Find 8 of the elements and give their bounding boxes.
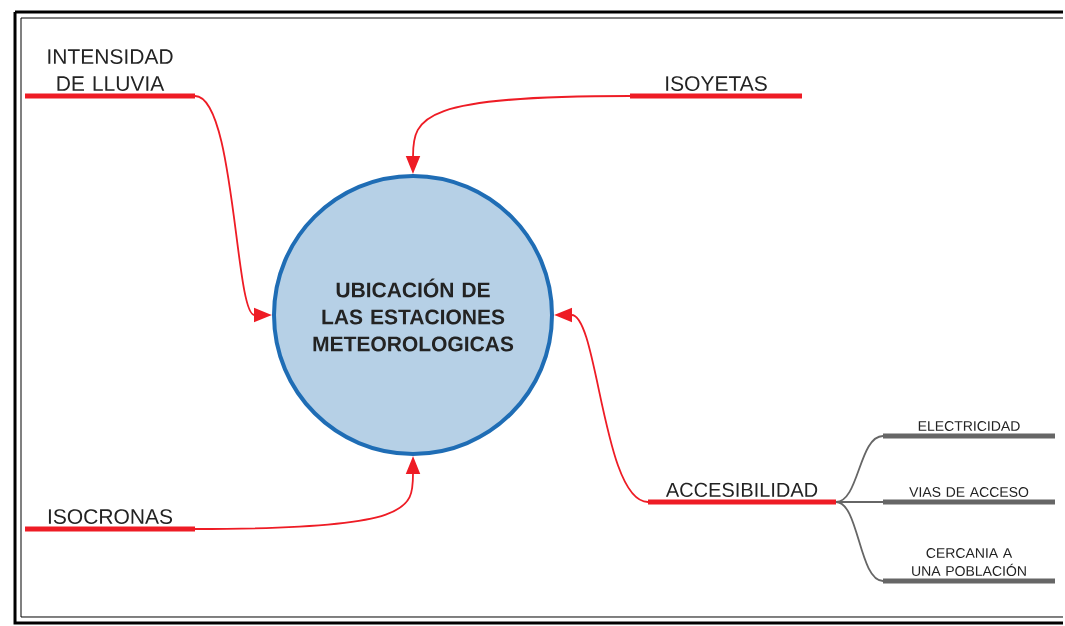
- underlined-label: ISOYETAS: [630, 76, 802, 99]
- underlined-label: ACCESIBILIDAD: [648, 482, 836, 505]
- connector: [835, 501, 884, 582]
- underlined-label: CERCANIA A UNA POBLACIÓN: [883, 548, 1055, 584]
- underlined-label: INTENSIDAD DE LLUVIA: [25, 49, 195, 99]
- underlined-label: VIAS DE ACCESO: [883, 487, 1055, 505]
- underlined-label: ELECTRICIDAD: [883, 421, 1055, 439]
- underlined-label: ISOCRONAS: [25, 509, 195, 532]
